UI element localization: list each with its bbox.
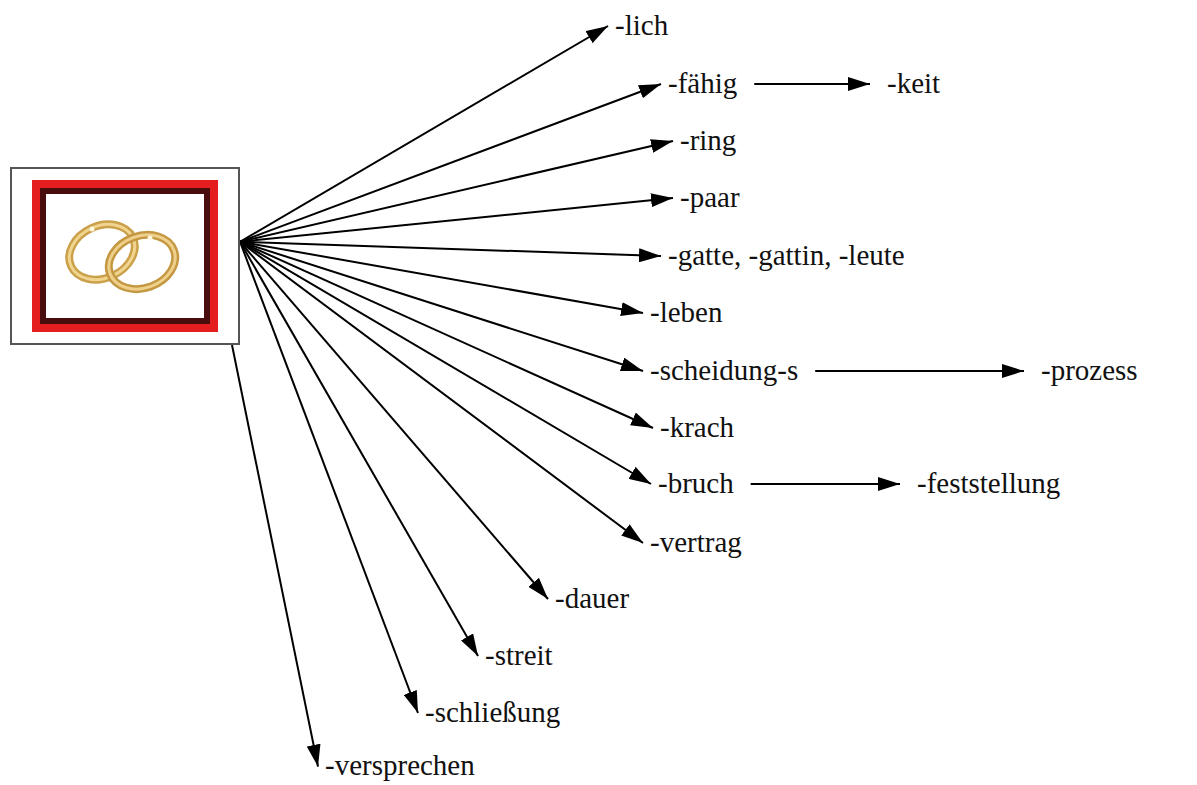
ring-shine [101, 226, 183, 298]
suffix-node: -paar [677, 180, 743, 215]
ring-stone [90, 227, 95, 232]
suffix-text: -keit [884, 66, 943, 101]
suffix-node: -dauer [552, 581, 632, 616]
suffix-text: -streit [482, 638, 556, 673]
arrow-connector [240, 242, 651, 484]
arrow-connector [815, 370, 1024, 372]
suffix-text: -krach [657, 410, 737, 445]
suffix-node: -schließung [422, 695, 563, 730]
suffix-node: -vertrag [647, 525, 745, 560]
arrow-connector [754, 83, 870, 85]
suffix-node: -lich [612, 8, 671, 43]
suffix-text: -gatte, -gattin, -leute [665, 238, 908, 273]
suffix-text: -schließung [422, 695, 563, 730]
arrow-connector [232, 345, 318, 767]
suffix-text: -versprechen [322, 748, 478, 783]
gold-ring [101, 226, 183, 298]
suffix-node: -krach [657, 410, 737, 445]
suffix-node: -bruch [655, 466, 737, 501]
suffix-text: -leben [647, 295, 725, 330]
suffix-node: -scheidung-s [647, 353, 801, 388]
picture-box [10, 167, 240, 345]
suffix-text: -bruch [655, 466, 737, 501]
suffix-node: -ring [677, 123, 739, 158]
dark-frame [40, 188, 210, 324]
arrow-connector [240, 242, 643, 371]
suffix-text: -feststellung [914, 466, 1063, 501]
suffix-text: -paar [677, 180, 743, 215]
suffix-node: -prozess [1038, 353, 1141, 388]
suffix-text: -scheidung-s [647, 353, 801, 388]
suffix-text: -lich [612, 8, 671, 43]
suffix-node: -versprechen [322, 748, 478, 783]
suffix-text: -fähig [665, 66, 740, 101]
arrow-connector [240, 242, 643, 543]
ring-stone [148, 236, 153, 241]
arrow-connector [240, 242, 653, 428]
arrow-connector [240, 141, 673, 242]
suffix-text: -vertrag [647, 525, 745, 560]
red-frame [32, 180, 218, 332]
gold-ring [60, 214, 144, 290]
suffix-node: -streit [482, 638, 556, 673]
arrow-connector [240, 84, 661, 242]
arrow-connector [751, 483, 900, 485]
suffix-node: -feststellung [914, 466, 1063, 501]
suffix-text: -dauer [552, 581, 632, 616]
arrow-connector [240, 242, 418, 713]
suffix-text: -prozess [1038, 353, 1141, 388]
suffix-node: -keit [884, 66, 943, 101]
arrow-connector [240, 242, 548, 599]
suffix-node: -leben [647, 295, 725, 330]
arrow-connector [240, 198, 673, 242]
arrow-connector [240, 242, 478, 656]
suffix-node: -fähig [665, 66, 740, 101]
suffix-text: -ring [677, 123, 739, 158]
picture-ground [46, 194, 204, 318]
suffix-node: -gatte, -gattin, -leute [665, 238, 908, 273]
ring-shine [60, 214, 144, 290]
